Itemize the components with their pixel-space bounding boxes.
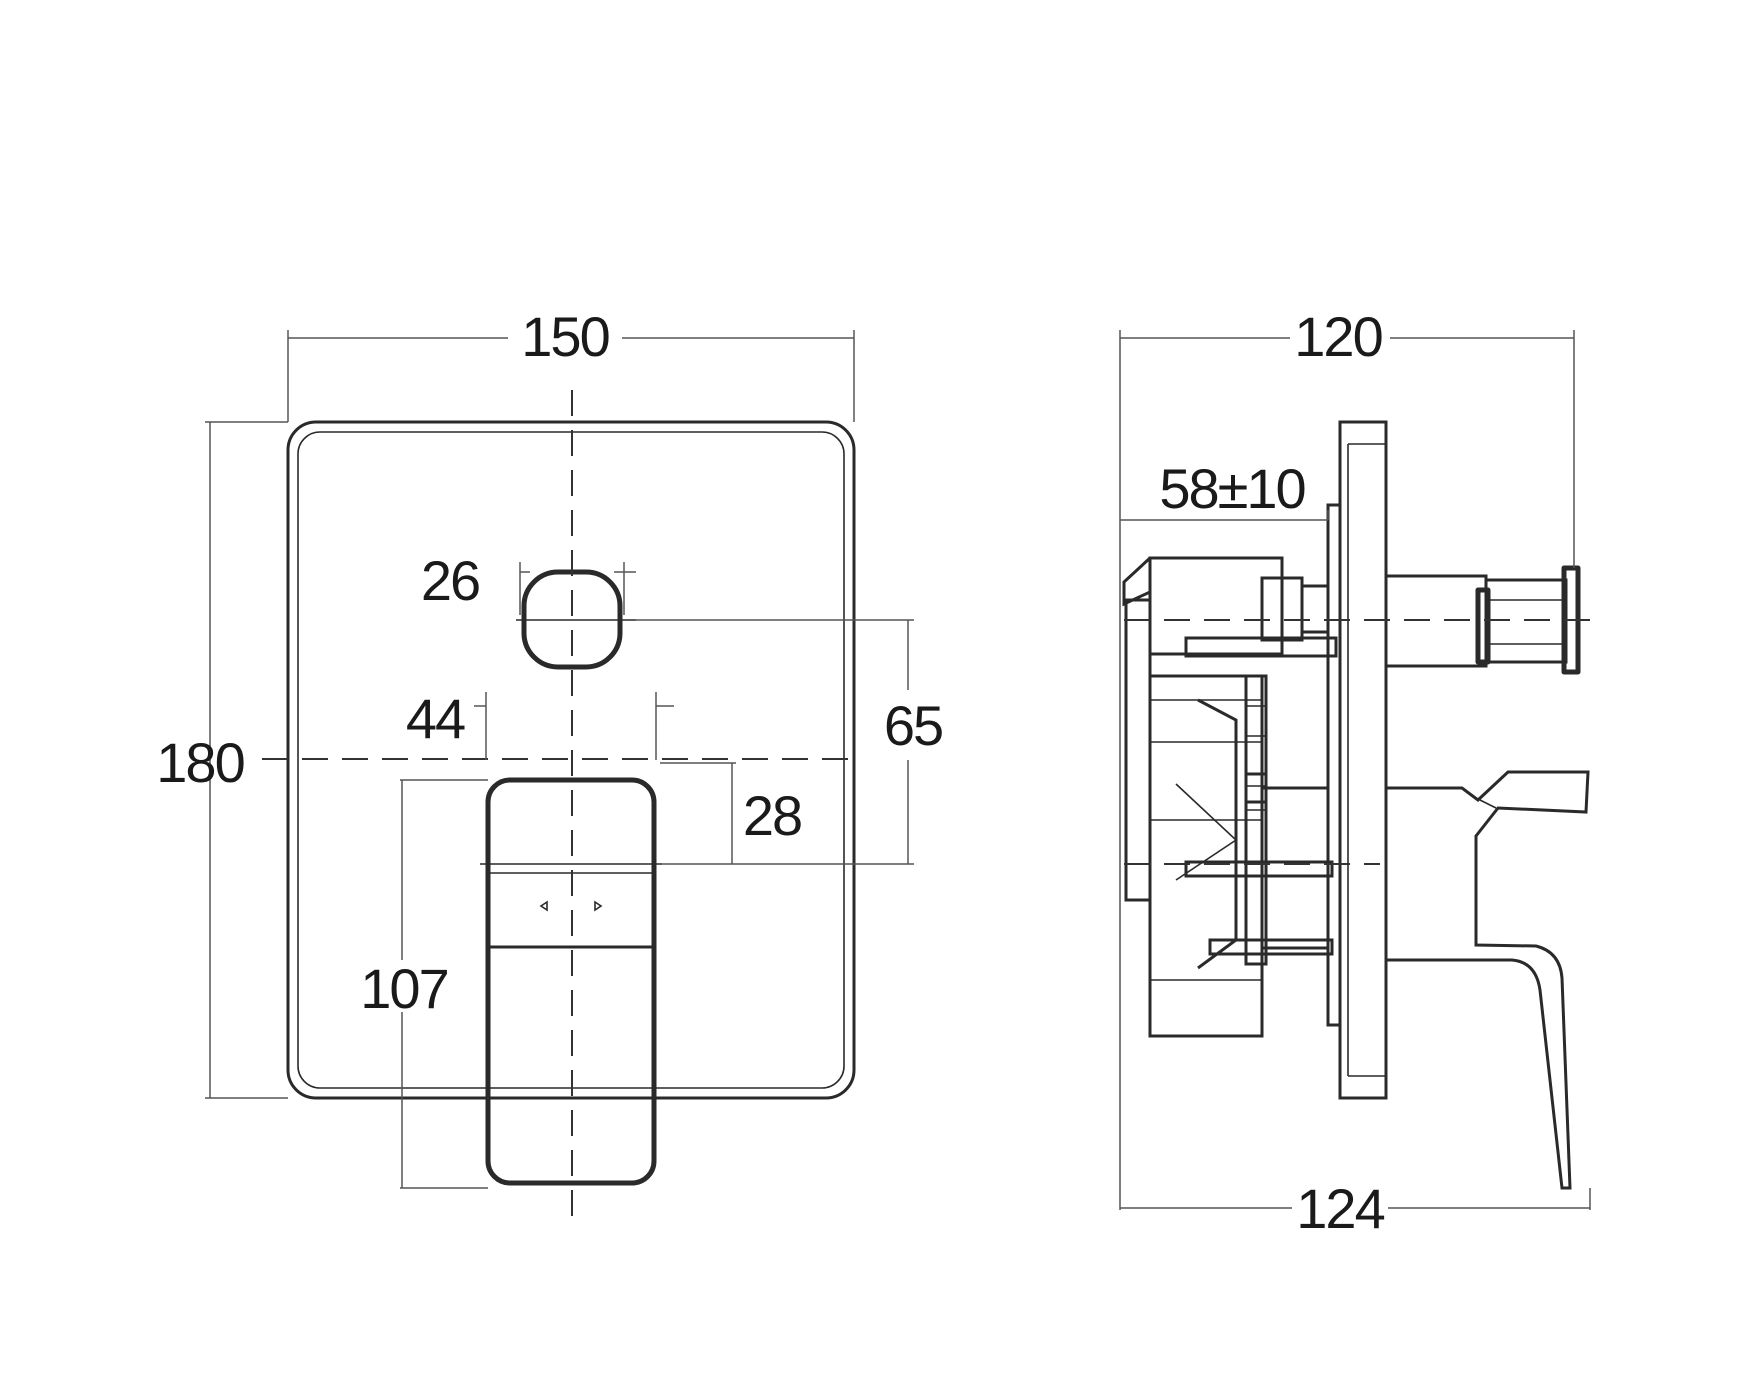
dimension-26: 26 xyxy=(421,549,636,615)
dimension-28-label: 28 xyxy=(743,784,801,847)
dimension-58-label: 58±10 xyxy=(1159,457,1304,520)
dimension-28: 28 xyxy=(660,762,803,864)
dimension-120-label: 120 xyxy=(1294,305,1381,368)
dimension-150-label: 150 xyxy=(521,305,608,368)
dimension-180: 180 xyxy=(156,421,288,1099)
dimension-180-label: 180 xyxy=(156,731,243,794)
dimension-65: 65 xyxy=(636,619,944,865)
dimension-120: 120 xyxy=(1119,305,1575,1210)
side-view: 120 58±10 124 xyxy=(1119,305,1591,1240)
handle-marker-right xyxy=(594,900,603,912)
handle-marker-left xyxy=(539,900,548,912)
lever-side-profile xyxy=(1384,770,1590,1190)
dimension-58: 58±10 xyxy=(1120,457,1329,521)
dimension-107: 107 xyxy=(360,779,488,1189)
mounting-plate xyxy=(1326,420,1388,1100)
dimension-107-label: 107 xyxy=(360,957,447,1020)
dimension-44-label: 44 xyxy=(406,687,465,750)
dimension-65-label: 65 xyxy=(884,694,942,757)
dimension-124: 124 xyxy=(1120,1177,1591,1240)
front-view: 150 180 26 44 xyxy=(156,305,944,1218)
dimension-44: 44 xyxy=(406,687,674,760)
dimension-124-label: 124 xyxy=(1296,1177,1384,1240)
valve-body xyxy=(1122,556,1338,1038)
dimension-150: 150 xyxy=(287,305,855,422)
dimension-26-label: 26 xyxy=(421,549,479,612)
